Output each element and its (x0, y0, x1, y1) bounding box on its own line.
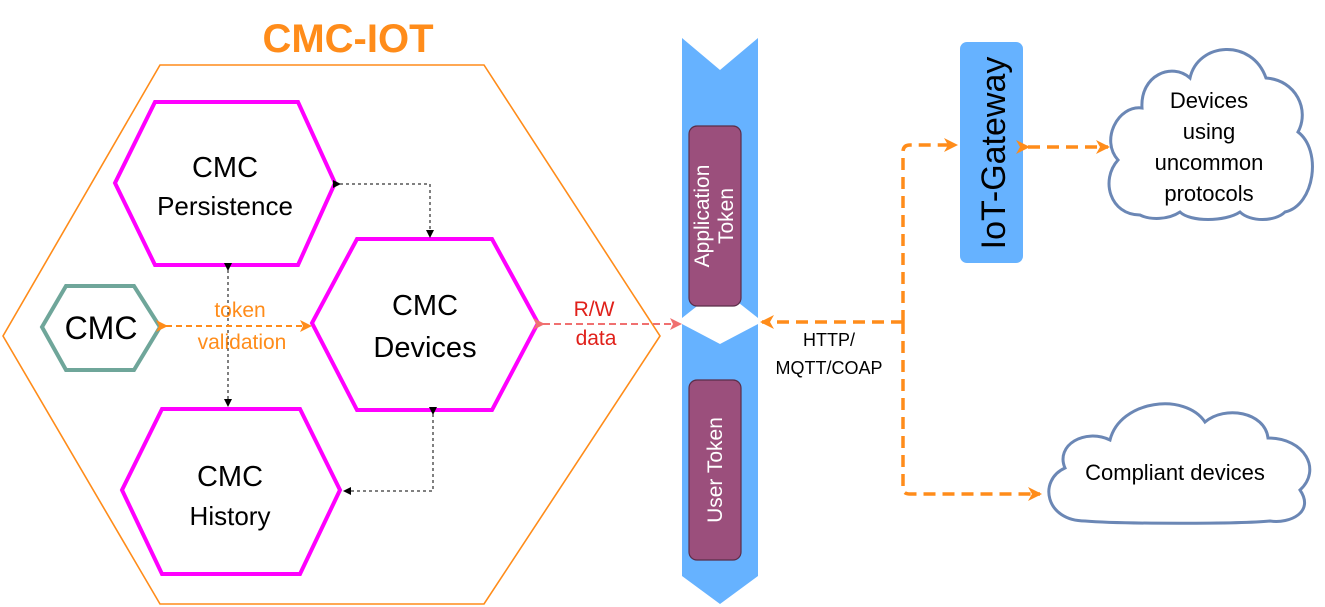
edge-bar-to-gateway (901, 138, 958, 322)
node-cmc-devices-line1: CMC (392, 290, 458, 322)
application-token-line2: Token (715, 188, 738, 244)
node-cmc-label: CMC (65, 310, 138, 346)
cloud-uncommon-line4: protocols (1164, 181, 1253, 206)
application-token[interactable]: Application Token (688, 125, 742, 307)
edge-devices-history (343, 407, 437, 495)
cloud-compliant-label: Compliant devices (1085, 460, 1265, 485)
cloud-uncommon-line2: using (1183, 119, 1236, 144)
cloud-uncommon-line3: uncommon (1155, 150, 1264, 175)
node-cmc-history-line2: History (190, 501, 271, 531)
cloud-uncommon-line1: Devices (1170, 88, 1248, 113)
edge-persistence-devices (333, 180, 434, 238)
edge-bar-to-compliant (901, 322, 1042, 501)
node-cmc-devices-line2: Devices (373, 332, 476, 364)
edge-protocols-line2: MQTT/COAP (776, 358, 883, 378)
cloud-compliant-devices[interactable]: Compliant devices (1047, 402, 1312, 525)
node-cmc-persistence-line1: CMC (192, 152, 258, 184)
application-token-line1: Application (691, 165, 714, 268)
edge-token-validation-line2: validation (198, 331, 287, 354)
diagram-title: CMC-IOT (262, 17, 433, 61)
edge-token-validation-line1: token (214, 299, 265, 322)
user-token[interactable]: User Token (688, 379, 742, 561)
cloud-uncommon-devices[interactable]: Devices using uncommon protocols (1107, 48, 1314, 221)
node-cmc-persistence[interactable]: CMC Persistence (112, 100, 338, 267)
edge-rw-data-line1: R/W (574, 298, 615, 321)
edge-protocols-line1: HTTP/ (803, 330, 855, 350)
node-cmc-history[interactable]: CMC History (119, 407, 343, 576)
node-cmc[interactable]: CMC (39, 284, 163, 372)
iot-gateway[interactable]: IoT-Gateway (960, 42, 1023, 263)
cmc-iot-boundary-hexagon (2, 64, 661, 605)
node-cmc-history-line1: CMC (197, 461, 263, 493)
edge-rw-data-line2: data (576, 327, 617, 350)
node-cmc-persistence-line2: Persistence (157, 191, 293, 221)
iot-gateway-label: IoT-Gateway (975, 57, 1013, 250)
node-cmc-devices[interactable]: CMC Devices (309, 237, 541, 412)
user-token-label: User Token (704, 417, 727, 523)
